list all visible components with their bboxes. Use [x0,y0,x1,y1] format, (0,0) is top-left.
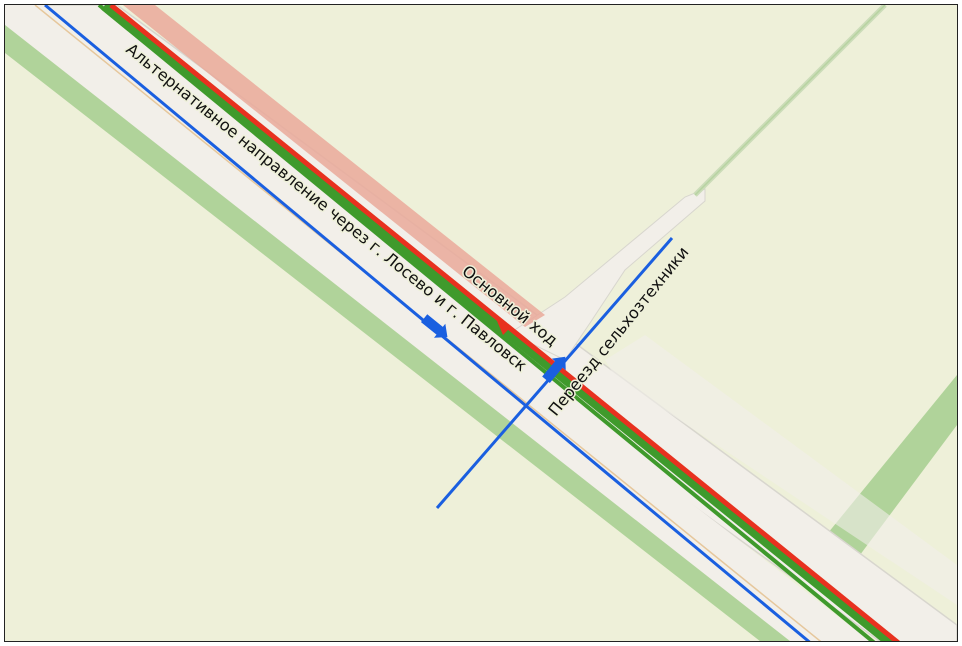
map-view[interactable]: Альтернативное направление через г. Лосе… [4,4,958,642]
main-route-marker [497,321,511,335]
rail-embankment [123,5,545,327]
direction-arrow-icon [420,314,448,338]
direction-arrow-icon [542,356,566,383]
field-track-line [694,5,886,196]
side-road [508,188,706,361]
right-road [605,335,957,605]
main-route-green-lower [97,5,876,641]
